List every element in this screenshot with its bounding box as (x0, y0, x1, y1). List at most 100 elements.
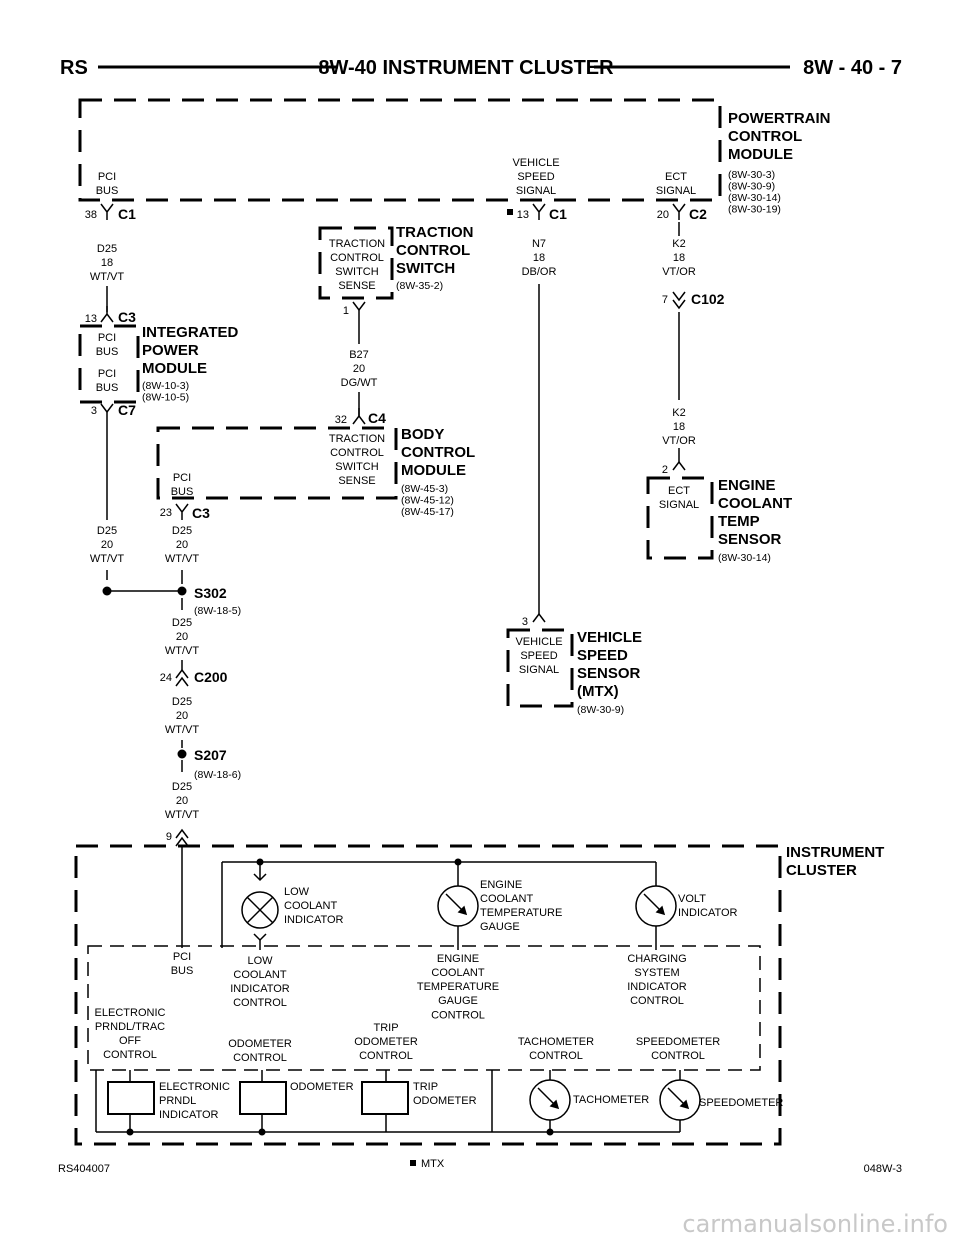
wire-code-line-3: WT/VT (165, 724, 199, 736)
pcm-c1-vss-connector (532, 203, 546, 220)
pcm-name-line-3: MODULE (728, 146, 793, 163)
tcs-outline (318, 226, 394, 300)
wire-code-line-3: WT/VT (90, 553, 124, 565)
low-coolant-label-line-3: INDICATOR (284, 914, 344, 926)
ects-signal-label-line-2: SIGNAL (659, 499, 699, 511)
odometer-control-label-line-2: CONTROL (233, 1052, 287, 1064)
pin-number: 13 (85, 313, 97, 325)
ipm-pci-label-line-2: BUS (96, 382, 119, 394)
pcm-name-line-2: CONTROL (728, 128, 802, 145)
pin-number: 32 (335, 414, 347, 426)
wire-code-line-1: D25 (97, 525, 117, 537)
splice-ref: (8W-18-6) (194, 769, 241, 781)
wire-code-line-3: DG/WT (341, 377, 378, 389)
pin-number: 20 (657, 209, 669, 221)
wire-code-line-3: WT/VT (90, 271, 124, 283)
lamp-icon (241, 873, 279, 942)
bcm-tcs-label-line-3: SWITCH (335, 461, 378, 473)
charging-control-label-line-1: CHARGING (627, 953, 686, 965)
trip-control-label-line-3: CONTROL (359, 1050, 413, 1062)
wire-code-line-2: 20 (176, 631, 188, 643)
ect-gauge-label-line-4: GAUGE (480, 921, 520, 933)
gauge-icon (635, 885, 677, 927)
wire-code-line-1: K2 (672, 238, 685, 250)
prndl-control-label-line-3: OFF (119, 1035, 141, 1047)
wire-code-line-2: 20 (176, 795, 188, 807)
trip-control-label-line-2: ODOMETER (354, 1036, 418, 1048)
ic-pin-connector (175, 828, 189, 847)
trip-odometer-label-line-1: TRIP (413, 1081, 438, 1093)
tcs-sense-label-line-1: TRACTION (329, 238, 385, 250)
bcm-c3-connector (175, 503, 189, 520)
trip-control-label-line-1: TRIP (373, 1022, 398, 1034)
display-box-icon (239, 1081, 287, 1115)
vss-outline (506, 628, 574, 708)
tcs-name-line-1: TRACTION (396, 224, 474, 241)
cluster-pci-label-line-2: BUS (171, 965, 194, 977)
bcm-c4-connector (352, 408, 366, 425)
prndl-control-label-line-4: CONTROL (103, 1049, 157, 1061)
ect-gauge-control-label-line-4: GAUGE (438, 995, 478, 1007)
pcm-ref-line-3: (8W-30-14) (728, 192, 781, 204)
gauge-icon (529, 1079, 571, 1121)
ipm-pci-label-line-1: PCI (98, 368, 116, 380)
wire-code-line-3: WT/VT (165, 809, 199, 821)
ic-name-line-2: CLUSTER (786, 862, 857, 879)
s302-splice-dot (177, 586, 187, 596)
wire-code-line-2: 18 (673, 252, 685, 264)
header-section-code: RS (60, 57, 88, 79)
wire-code-line-3: VT/OR (662, 435, 696, 447)
odometer-control-label-line-1: ODOMETER (228, 1038, 292, 1050)
ect-gauge-control-label-line-2: COOLANT (431, 967, 484, 979)
wire-code-line-1: D25 (172, 525, 192, 537)
component-outlines (74, 98, 782, 1146)
connector-name: C200 (194, 669, 228, 685)
vss-signal-label-line-1: VEHICLE (515, 636, 562, 648)
volt-label-line-1: VOLT (678, 893, 706, 905)
page-header: RS 8W-40 INSTRUMENT CLUSTER 8W - 40 - 7 (60, 57, 902, 79)
wire-code-line-1: D25 (172, 696, 192, 708)
vss-signal-label-line-3: SIGNAL (519, 664, 559, 676)
splice-dot-left (102, 586, 112, 596)
ect-gauge-label-line-1: ENGINE (480, 879, 522, 891)
pin-number: 13 (517, 209, 529, 221)
pcm-pci-label-line-2: BUS (96, 185, 119, 197)
tach-control-label-line-2: CONTROL (529, 1050, 583, 1062)
wire-code-line-3: WT/VT (165, 645, 199, 657)
ects-signal-label-line-1: ECT (668, 485, 690, 497)
bcm-tcs-label-line-2: CONTROL (330, 447, 384, 459)
page-title: 8W-40 INSTRUMENT CLUSTER (318, 57, 614, 79)
display-box-icon (107, 1081, 155, 1115)
ic-name-line-1: INSTRUMENT (786, 844, 884, 861)
ects-name-line-4: SENSOR (718, 531, 782, 548)
splice-name: S302 (194, 585, 227, 601)
pcm-vss-label-line-3: SIGNAL (516, 185, 556, 197)
pcm-outline (78, 98, 722, 202)
tachometer-label: TACHOMETER (573, 1094, 649, 1106)
pcm-c2-connector (672, 203, 686, 220)
connector-symbols (100, 203, 686, 847)
pin-number: 23 (160, 507, 172, 519)
pcm-ect-label-line-2: SIGNAL (656, 185, 696, 197)
watermark: carmanualsonline.info (682, 1210, 948, 1238)
speedo-control-label-line-1: SPEEDOMETER (636, 1036, 720, 1048)
gauge-icon (437, 885, 479, 927)
bcm-pci-label-line-1: PCI (173, 472, 191, 484)
ects-name-line-3: TEMP (718, 513, 760, 530)
pcm-vss-label-line-2: SPEED (517, 171, 554, 183)
ects-outline (646, 476, 714, 560)
pin-number: 1 (343, 305, 349, 317)
display-box-icon (361, 1081, 409, 1115)
vss-name-line-2: SPEED (577, 647, 628, 664)
bcm-tcs-label-line-4: SENSE (338, 475, 375, 487)
labels: POWERTRAINCONTROLMODULE(8W-30-3)(8W-30-9… (58, 110, 902, 1175)
bcm-ref-line-2: (8W-45-12) (401, 495, 454, 507)
pcm-vss-label-line-1: VEHICLE (512, 157, 559, 169)
charging-control-label-line-4: CONTROL (630, 995, 684, 1007)
junction-dot (454, 858, 462, 866)
connector-name: C102 (691, 291, 725, 307)
wire-code-line-2: 20 (353, 363, 365, 375)
pin-number: 3 (522, 616, 528, 628)
prndl-control-label-line-2: PRNDL/TRAC (95, 1021, 165, 1033)
vss-name-line-1: VEHICLE (577, 629, 642, 646)
